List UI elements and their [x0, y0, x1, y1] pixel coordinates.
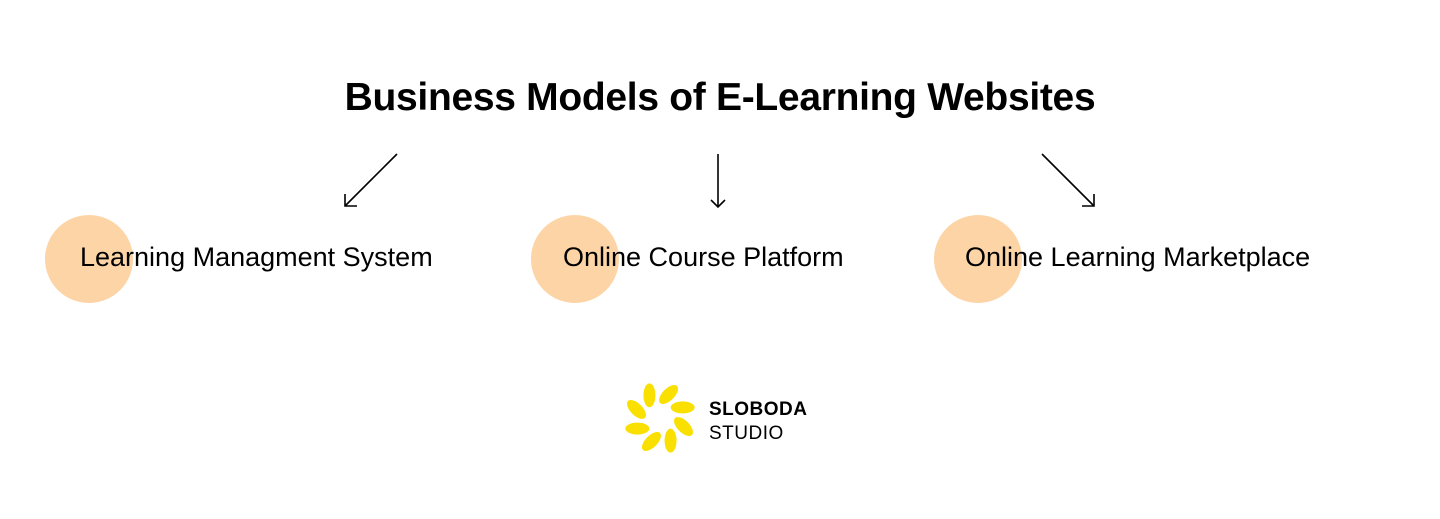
logo-petal	[627, 399, 646, 419]
model-label-marketplace: Online Learning Marketplace	[965, 242, 1311, 272]
model-label-course-platform: Online Course Platform	[563, 242, 844, 272]
diagram-title: Business Models of E-Learning Websites	[344, 76, 1096, 119]
logo-name: SLOBODA	[709, 399, 808, 420]
model-circle	[45, 215, 133, 303]
logo-petal	[625, 422, 650, 435]
logo-subname: STUDIO	[709, 423, 784, 444]
model-circle	[531, 215, 619, 303]
model-label-lms: Learning Managment System	[80, 242, 433, 272]
arrow-down-icon	[710, 154, 726, 209]
logo-petal	[664, 428, 677, 453]
sloboda-logo-icon	[625, 383, 695, 453]
logo-petal	[674, 417, 693, 437]
model-circle	[934, 215, 1022, 303]
arrow-right-icon	[1041, 153, 1095, 207]
logo-petal	[670, 401, 695, 414]
logo-petal	[643, 383, 656, 408]
logo-petal	[659, 385, 679, 404]
logo-petal	[641, 432, 661, 451]
arrow-left-icon	[344, 153, 398, 207]
